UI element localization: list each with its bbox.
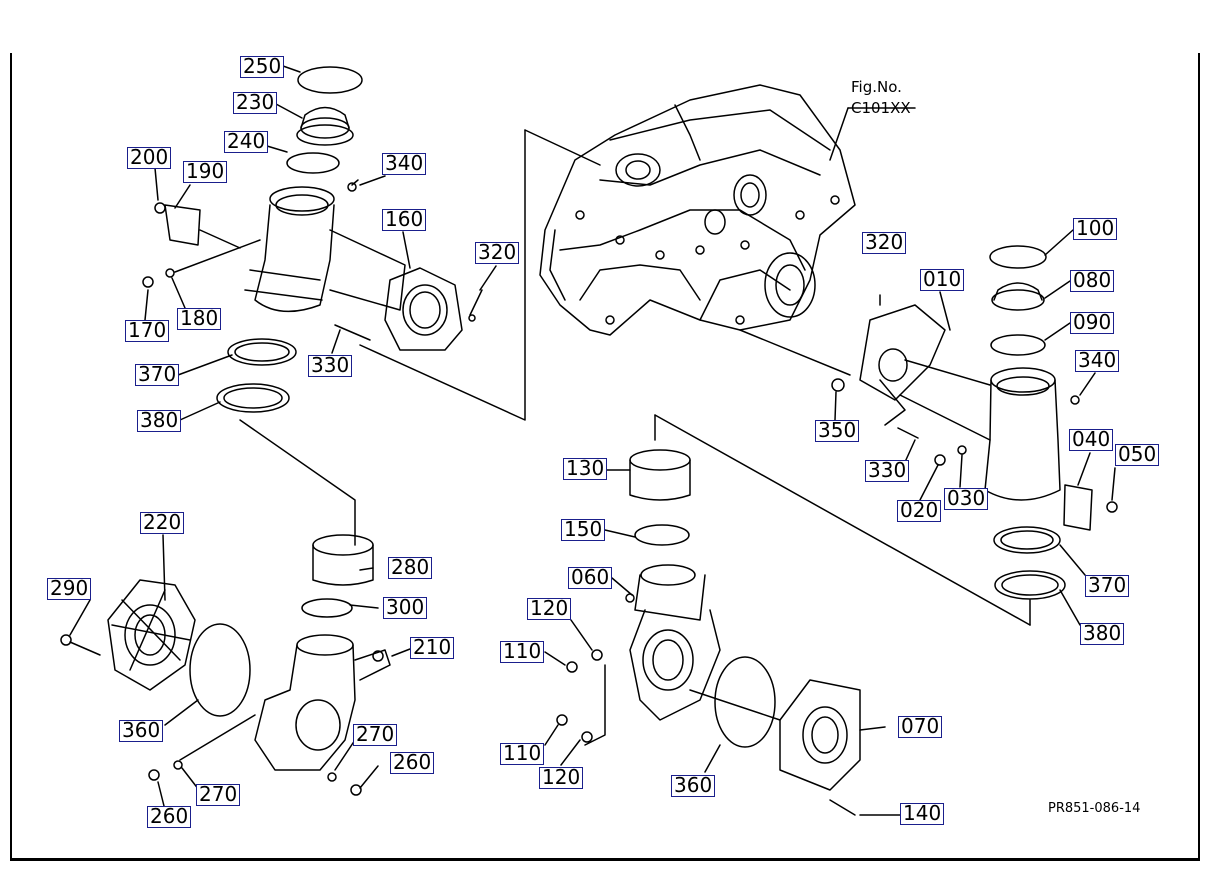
- transmission-case: [539, 84, 856, 336]
- callout-120: 120: [539, 767, 584, 789]
- callout-190: 190: [183, 161, 228, 183]
- callout-270: 270: [353, 724, 398, 746]
- callout-330: 330: [308, 355, 353, 377]
- figure-number: C101XX: [851, 99, 911, 117]
- right-axle-housing: [831, 245, 1118, 600]
- callout-350: 350: [815, 420, 860, 442]
- figure-label: Fig.No.: [851, 78, 902, 96]
- callout-090: 090: [1070, 312, 1115, 334]
- left-axle-housing: [142, 66, 483, 413]
- callout-340: 340: [382, 153, 427, 175]
- callout-200: 200: [127, 147, 172, 169]
- callout-020: 020: [897, 500, 942, 522]
- callout-320: 320: [475, 242, 520, 264]
- callout-010: 010: [920, 269, 965, 291]
- callout-340: 340: [1075, 350, 1120, 372]
- callout-380: 380: [1080, 623, 1125, 645]
- callout-270: 270: [196, 784, 241, 806]
- drawing-reference: PR851-086-14: [1048, 801, 1141, 816]
- callout-370: 370: [1085, 575, 1130, 597]
- callout-370: 370: [135, 364, 180, 386]
- callout-320: 320: [862, 232, 907, 254]
- callout-300: 300: [383, 597, 428, 619]
- callout-230: 230: [233, 92, 278, 114]
- callout-260: 260: [147, 806, 192, 828]
- callout-360: 360: [119, 720, 164, 742]
- callout-220: 220: [140, 512, 185, 534]
- callout-110: 110: [500, 641, 545, 663]
- callout-140: 140: [900, 803, 945, 825]
- callout-070: 070: [898, 716, 943, 738]
- callout-040: 040: [1069, 429, 1114, 451]
- drawing-frame: [10, 53, 1200, 861]
- callout-260: 260: [390, 752, 435, 774]
- callout-330: 330: [865, 460, 910, 482]
- callout-030: 030: [944, 488, 989, 510]
- callout-240: 240: [224, 131, 269, 153]
- callout-380: 380: [137, 410, 182, 432]
- callout-210: 210: [410, 637, 455, 659]
- callout-110: 110: [500, 743, 545, 765]
- callout-290: 290: [47, 578, 92, 600]
- callout-080: 080: [1070, 270, 1115, 292]
- callout-180: 180: [177, 308, 222, 330]
- callout-060: 060: [568, 567, 613, 589]
- callout-150: 150: [561, 519, 606, 541]
- callout-130: 130: [563, 458, 608, 480]
- callout-160: 160: [382, 209, 427, 231]
- callout-250: 250: [240, 56, 285, 78]
- center-lower-assembly: [556, 449, 861, 816]
- callout-120: 120: [527, 598, 572, 620]
- callout-360: 360: [671, 775, 716, 797]
- callout-280: 280: [388, 557, 433, 579]
- left-lower-assembly: [60, 534, 391, 796]
- callout-050: 050: [1115, 444, 1160, 466]
- callout-170: 170: [125, 320, 170, 342]
- callout-100: 100: [1073, 218, 1118, 240]
